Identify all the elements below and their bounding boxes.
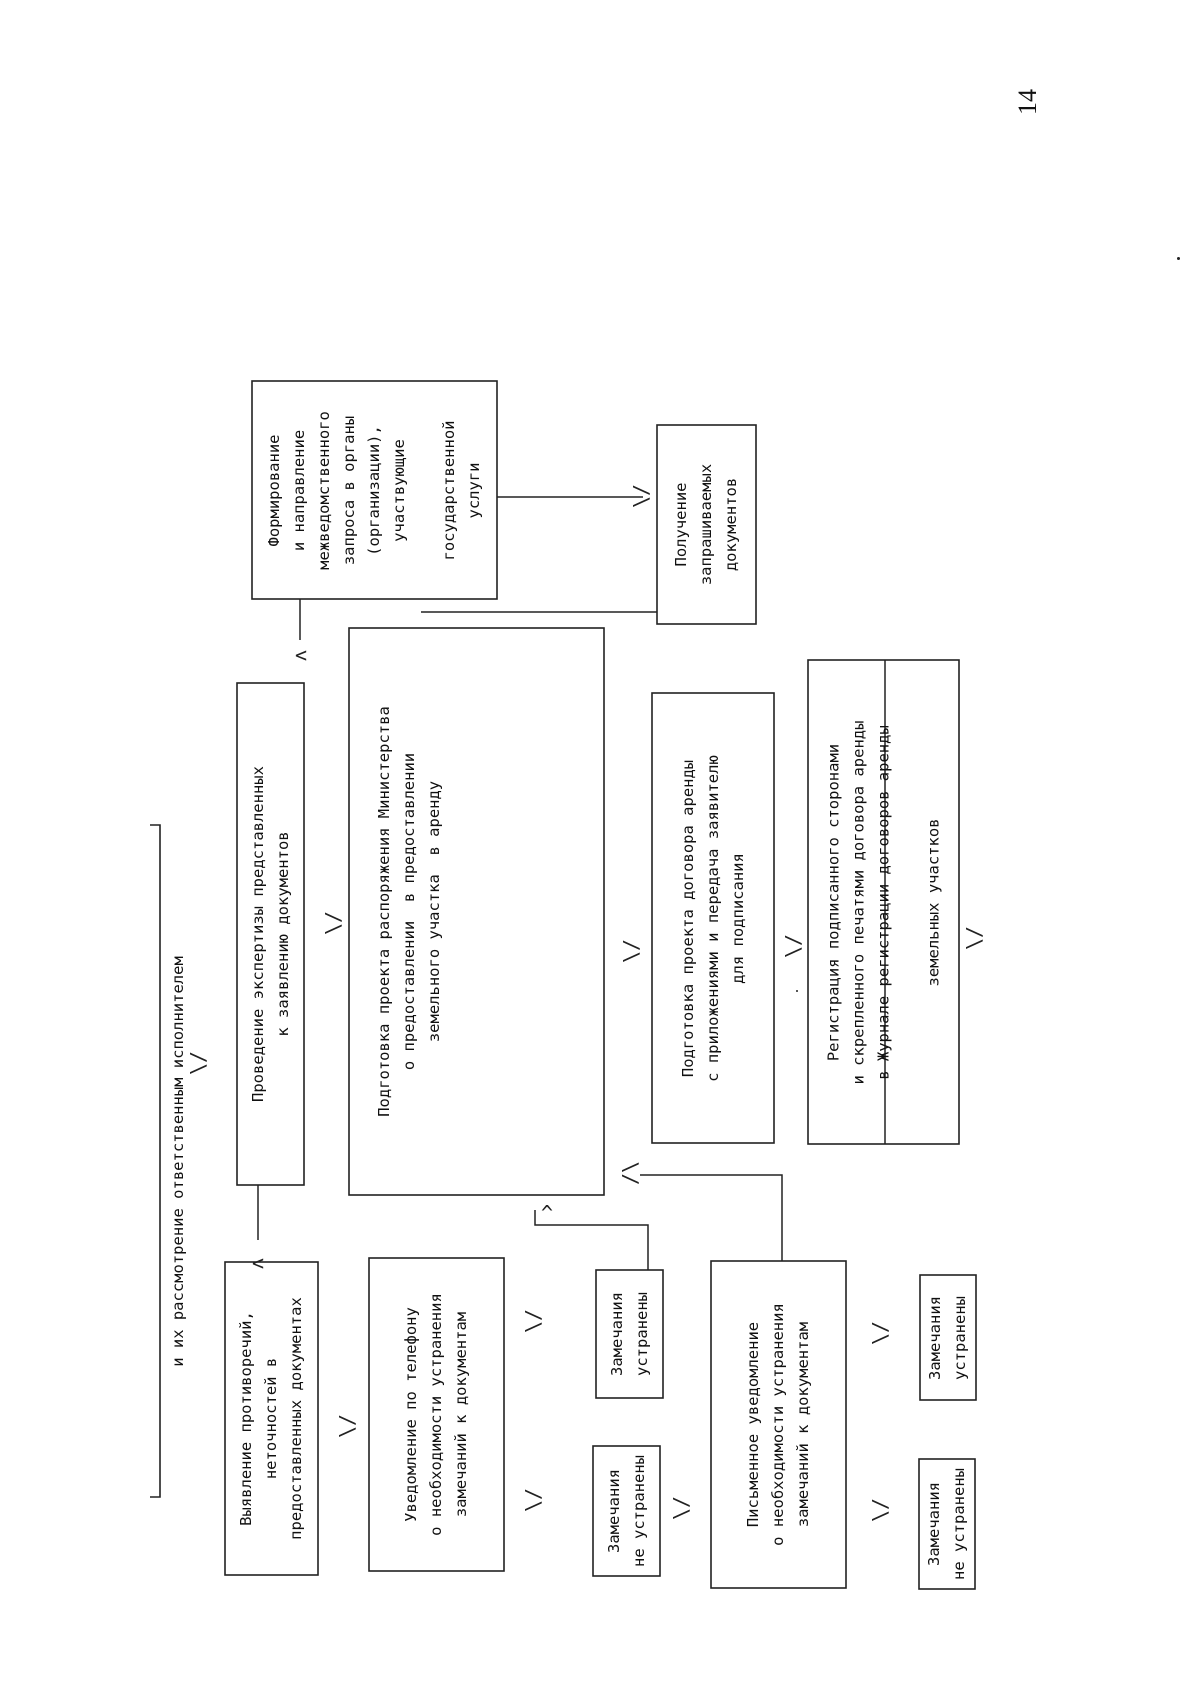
- scan-speck: [1177, 257, 1180, 260]
- node-lease-draft: Подготовка проекта договора аренды с при…: [678, 754, 747, 1082]
- node-contradictions: Выявление противоречий, неточностей в пр…: [237, 1297, 306, 1540]
- node-written-notice: Письменное уведомление о необходимости у…: [744, 1303, 813, 1546]
- box-expertise: [236, 682, 305, 1186]
- node-fixed-2: Замечания устранены: [926, 1295, 969, 1380]
- arrow-left-icon: <: [252, 1251, 264, 1275]
- arrow-down-icon: \/: [781, 934, 805, 958]
- box-registration: [807, 659, 960, 1145]
- top-label-frame: [150, 824, 161, 1498]
- arrow-down-icon: \/: [669, 1496, 693, 1520]
- conn-written-orderdraft: [640, 1174, 783, 1261]
- node-phone-notice: Уведомление по телефону о необходимости …: [402, 1293, 471, 1536]
- arrow-up-icon: /\: [618, 1161, 642, 1185]
- top-label: и их рассмотрение ответственным исполнит…: [168, 955, 187, 1367]
- node-not-fixed-1: Замечания не устранены: [604, 1455, 648, 1567]
- box-received: [656, 424, 757, 625]
- box-order-draft: [348, 627, 605, 1196]
- scan-speck: [796, 990, 798, 992]
- arrow-down-icon: \/: [186, 1051, 210, 1075]
- arrow-down-icon: \/: [868, 1498, 892, 1522]
- box-not-fixed-2: [918, 1458, 976, 1590]
- arrow-down-icon: \/: [868, 1321, 892, 1345]
- box-contradictions: [224, 1261, 319, 1576]
- arrow-down-icon: \/: [629, 484, 653, 508]
- node-interagency: Формирование и направление межведомствен…: [264, 410, 483, 570]
- arrow-left-icon: <: [295, 643, 307, 667]
- arrow-down-icon: \/: [335, 1414, 359, 1438]
- arrow-down-icon: \/: [521, 1309, 545, 1333]
- box-lease-draft: [651, 692, 775, 1144]
- box-interagency: [251, 380, 498, 600]
- node-registration: Регистрация подписанного сторонами и скр…: [824, 720, 943, 1084]
- arrow-down-icon: \/: [321, 911, 345, 935]
- node-received: Получение запрашиваемых документов: [672, 463, 741, 586]
- arrow-down-icon: \/: [619, 939, 643, 963]
- box-written-notice: [710, 1260, 847, 1589]
- box-phone-notice: [368, 1257, 505, 1572]
- box-fixed-1: [595, 1269, 664, 1399]
- arrow-down-icon: \/: [521, 1488, 545, 1512]
- node-order-draft: Подготовка проекта распоряжения Министер…: [374, 706, 443, 1117]
- arrow-down-icon: \/: [962, 926, 986, 950]
- box-fixed-2: [919, 1274, 977, 1401]
- conn-fixed1-orderdraft: [534, 1210, 649, 1270]
- node-not-fixed-2: Замечания не устранены: [925, 1468, 969, 1580]
- arrow-up-icon: ^: [541, 1201, 553, 1225]
- node-expertise: Проведение экспертизы представленных к з…: [248, 766, 292, 1102]
- box-not-fixed-1: [592, 1445, 661, 1577]
- node-fixed-1: Замечания устранены: [607, 1292, 651, 1376]
